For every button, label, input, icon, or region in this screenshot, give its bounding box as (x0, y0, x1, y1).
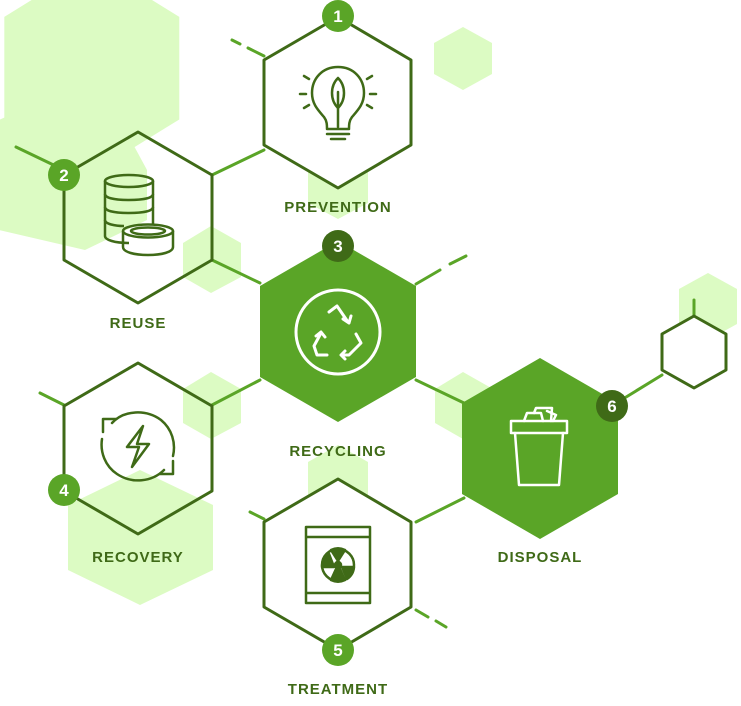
label-reuse: REUSE (109, 315, 167, 332)
badge-number: 3 (333, 237, 342, 256)
connector-lines (14, 38, 696, 629)
badge-6: 6 (596, 390, 628, 422)
badge-number: 2 (59, 166, 68, 185)
hex-small-right (660, 314, 728, 390)
label-treatment: TREATMENT (287, 681, 389, 698)
connector-treatment-disposal (414, 496, 466, 524)
hex-disposal (462, 358, 618, 539)
badge-1: 1 (322, 0, 354, 32)
bg-hex-small-top (434, 27, 492, 90)
badge-4: 4 (48, 474, 80, 506)
connector-dash-treatment (434, 619, 448, 629)
number-badges: 1 2 3 4 5 6 (48, 0, 628, 666)
radioactive-barrel-icon (304, 525, 372, 605)
recycle-arrows-icon (294, 288, 382, 376)
connector-dash-recycling (448, 254, 468, 266)
connector-reuse-prevention (210, 148, 266, 177)
connector-stub-recycling (414, 268, 442, 286)
connector-stub-recovery (38, 391, 66, 407)
badge-5: 5 (322, 634, 354, 666)
lightbulb-leaf-icon (298, 65, 378, 141)
connector-recovery-recycling (210, 378, 262, 407)
label-prevention: PREVENTION (284, 199, 392, 216)
label-recovery: RECOVERY (92, 549, 184, 566)
connector-reuse-recycling (210, 258, 262, 285)
connector-stub-treatment (248, 510, 266, 521)
coin-stack-icon (103, 173, 175, 257)
badge-3: 3 (322, 230, 354, 262)
bg-hex-recovery (68, 470, 213, 605)
label-disposal: DISPOSAL (497, 549, 583, 566)
trash-bin-icon (509, 406, 569, 487)
connector-recycling-disposal (414, 378, 466, 405)
badge-number: 4 (59, 481, 69, 500)
hex-recovery (62, 361, 214, 536)
badge-number: 5 (333, 641, 342, 660)
badge-number: 6 (607, 397, 616, 416)
hex-recycling (260, 241, 416, 422)
badge-number: 1 (333, 7, 342, 26)
badge-2: 2 (48, 159, 80, 191)
energy-recovery-icon (100, 411, 176, 482)
connector-stub-prevention (246, 46, 266, 58)
connector-stub-treatment-low (414, 608, 430, 619)
label-recycling: RECYCLING (289, 443, 387, 460)
filled-hexagons (260, 241, 618, 539)
connector-dash-prevention (230, 38, 242, 46)
